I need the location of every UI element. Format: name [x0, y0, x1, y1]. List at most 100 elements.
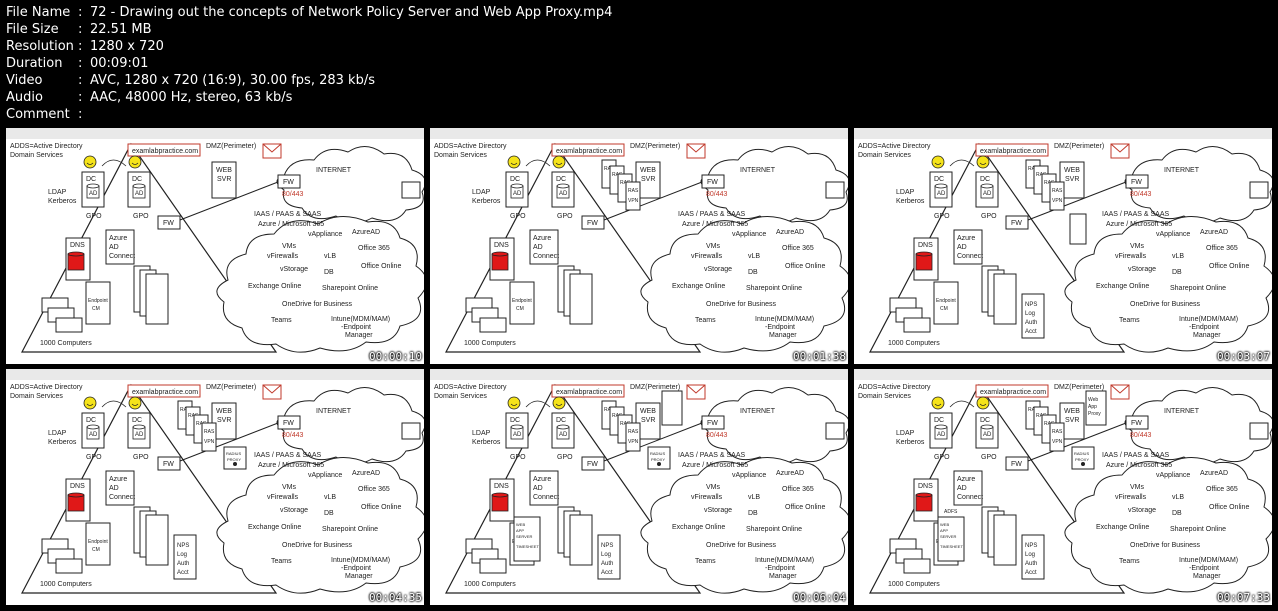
diagram-label: vFirewalls: [267, 494, 299, 501]
replication-arrow: [101, 159, 127, 167]
diagram-label: 80/443: [1130, 191, 1152, 198]
envelope-flap: [262, 143, 282, 153]
diagram-label: AD: [957, 485, 967, 492]
diagram-label: Manager: [1193, 332, 1221, 339]
diagram-label: vLB: [1172, 494, 1184, 501]
diagram-label: DNS: [918, 483, 933, 490]
diagram-label: WEB: [1064, 167, 1080, 174]
diagram-label: DC: [934, 176, 944, 183]
diagram-label: RAS: [612, 413, 623, 419]
diagram-label: GPO: [981, 213, 997, 220]
envelope-flap: [262, 384, 282, 394]
diagram-label: Connect: [533, 494, 559, 501]
diagram-label: 80/443: [1130, 432, 1152, 439]
diagram-label: WEB: [1064, 408, 1080, 415]
diagram-label: Teams: [1119, 317, 1140, 324]
diagram-label: FW: [163, 220, 174, 227]
diagram-label: Acct: [601, 570, 613, 576]
azure-ad-connect-box: [105, 229, 135, 265]
diagram-label: examlabpractice.com: [132, 148, 198, 155]
firewall-box: [157, 456, 181, 471]
vpn-box: [625, 422, 641, 452]
diagram-label: vFirewalls: [1115, 253, 1147, 260]
diagram-label: DC: [132, 417, 142, 424]
diagram-label: Acct: [177, 570, 189, 576]
database-top: [132, 424, 146, 430]
diagram-label: DMZ(Perimeter): [1054, 143, 1104, 150]
diagram-label: NPS: [1025, 302, 1037, 308]
thumbnail-timestamp: 00:06:04: [793, 591, 846, 604]
computer-box: [903, 558, 931, 574]
diagram-label: Teams: [271, 558, 292, 565]
meta-separator: :: [78, 90, 83, 105]
diagram-label: Manager: [345, 573, 373, 580]
diagram-label: VPN: [1052, 198, 1063, 204]
diagram-label: Intune(MDM/MAM): [1179, 557, 1238, 564]
diagram-label: Azure: [533, 235, 551, 242]
endpoint-box: [85, 281, 111, 325]
thumbnail-timestamp: 00:01:38: [793, 350, 846, 363]
azure-cloud: [216, 216, 424, 353]
smiley-icon: [976, 396, 990, 410]
diagram-label: vAppliance: [1156, 472, 1190, 479]
diagram-label: Teams: [695, 317, 716, 324]
site-banner: [975, 143, 1049, 157]
radius-proxy-box: [1071, 446, 1095, 470]
diagram-label: GPO: [86, 454, 102, 461]
network-link: [603, 422, 703, 462]
diagram-label: Azure / Microsoft 365: [682, 462, 748, 469]
diagram-label: IAAS / PAAS & SAAS: [1102, 211, 1170, 218]
database-top: [86, 424, 100, 430]
diagram-label: vStorage: [704, 507, 732, 514]
smiley-icon: [931, 396, 945, 410]
diagram-label: Office Online: [785, 263, 825, 270]
smiley-icon: [552, 155, 566, 169]
diagram-label: RAS: [628, 188, 639, 194]
diagram-label: INTERNET: [740, 167, 776, 174]
diagram-label: OneDrive for Business: [1130, 301, 1201, 308]
diagram-label: APP: [940, 528, 948, 533]
diagram-label: Auth: [1025, 320, 1037, 326]
diagram-label: IAAS / PAAS & SAAS: [678, 452, 746, 459]
database-top: [556, 183, 570, 189]
diagram-label: AD: [513, 191, 522, 197]
diagram-label: Endpoint: [88, 539, 108, 545]
diagram-label: FW: [1011, 220, 1022, 227]
diagram-label: GPO: [934, 213, 950, 220]
diagram-label: RAS: [204, 429, 215, 435]
diagram-label: Teams: [1119, 558, 1140, 565]
smiley-mouth: [86, 162, 94, 165]
envelope-flap: [686, 143, 706, 153]
diagram-label: Intune(MDM/MAM): [331, 316, 390, 323]
firewall-box: [1005, 456, 1029, 471]
diagram-label: Exchange Online: [672, 524, 725, 531]
diagram-label: RAS: [620, 180, 631, 186]
azure-cloud: [216, 457, 424, 594]
diagram-label: DC: [980, 176, 990, 183]
diagram-label: AD: [559, 191, 568, 197]
meta-value: 22.51 MB: [90, 22, 152, 37]
diagram-label: FW: [283, 179, 294, 186]
diagram-label: Acct: [1025, 329, 1037, 335]
device-box: [1249, 422, 1269, 440]
diagram-label: 1000 Computers: [888, 340, 940, 347]
diagram-label: Auth: [601, 561, 613, 567]
diagram-label: Domain Services: [10, 393, 63, 400]
radius-proxy-box: [223, 446, 247, 470]
diagram-label: AzureAD: [1200, 229, 1228, 236]
diagram-label: VMs: [282, 243, 297, 250]
diagram-label: 80/443: [282, 432, 304, 439]
smiley-mouth: [555, 403, 563, 406]
thumbnail-top-bar: [854, 128, 1272, 139]
diagram-label: RADIUS: [226, 451, 241, 456]
diagram-label: SERVER: [940, 534, 956, 539]
meta-row: File Name:72 - Drawing out the concepts …: [6, 4, 612, 21]
